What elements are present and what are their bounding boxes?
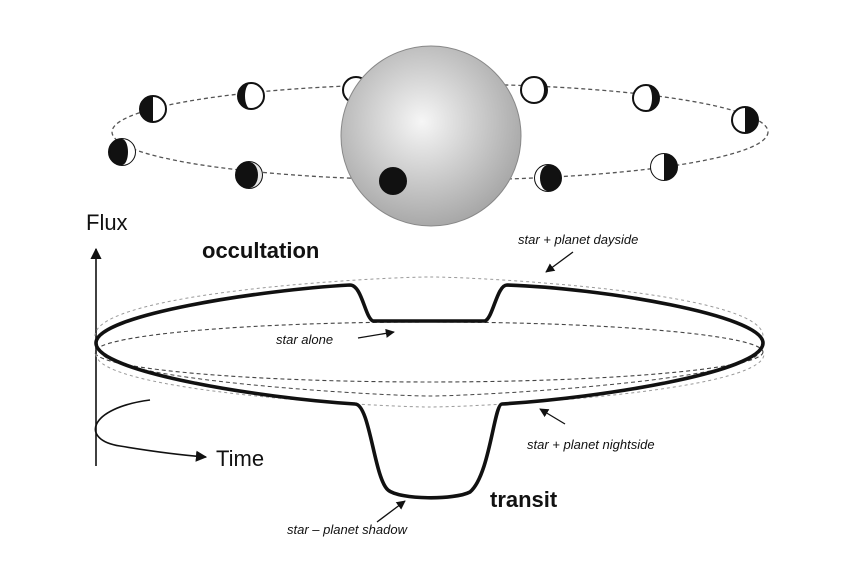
guide-ellipse-inner [99, 349, 761, 397]
transit-label: transit [490, 487, 558, 512]
time-arrow [94, 399, 208, 462]
phase-quarter-left [139, 95, 167, 123]
alone-annotation: star alone [276, 332, 334, 347]
phase-crescent-right [534, 164, 562, 192]
pointer-nightside [539, 408, 566, 425]
phase-crescent-left [108, 138, 136, 166]
pointer-dayside [545, 251, 574, 273]
time-axis-label: Time [216, 446, 265, 471]
phase-new-front [379, 167, 407, 195]
phase-gibbous-right [731, 106, 759, 134]
nightside-annotation: star + planet nightside [527, 437, 655, 452]
phase-quarter-right [650, 153, 678, 181]
star-disk [340, 45, 522, 227]
dayside-annotation: star + planet dayside [518, 232, 639, 247]
occultation-label: occultation [202, 238, 320, 263]
flux-curve [94, 283, 765, 500]
pointer-shadow [376, 500, 406, 523]
guide-ellipse-mid [94, 321, 764, 383]
flux-axis-label: Flux [86, 210, 128, 235]
shadow-annotation: star – planet shadow [287, 522, 407, 537]
guide-ellipse-bottom [95, 353, 765, 408]
phase-quarter-right-back [632, 84, 660, 112]
pointer-alone [357, 328, 395, 339]
phase-gibbous-left [237, 82, 265, 110]
phase-near-full-right [520, 76, 548, 104]
guide-ellipse-top [94, 276, 764, 337]
phase-new-left [235, 161, 263, 189]
